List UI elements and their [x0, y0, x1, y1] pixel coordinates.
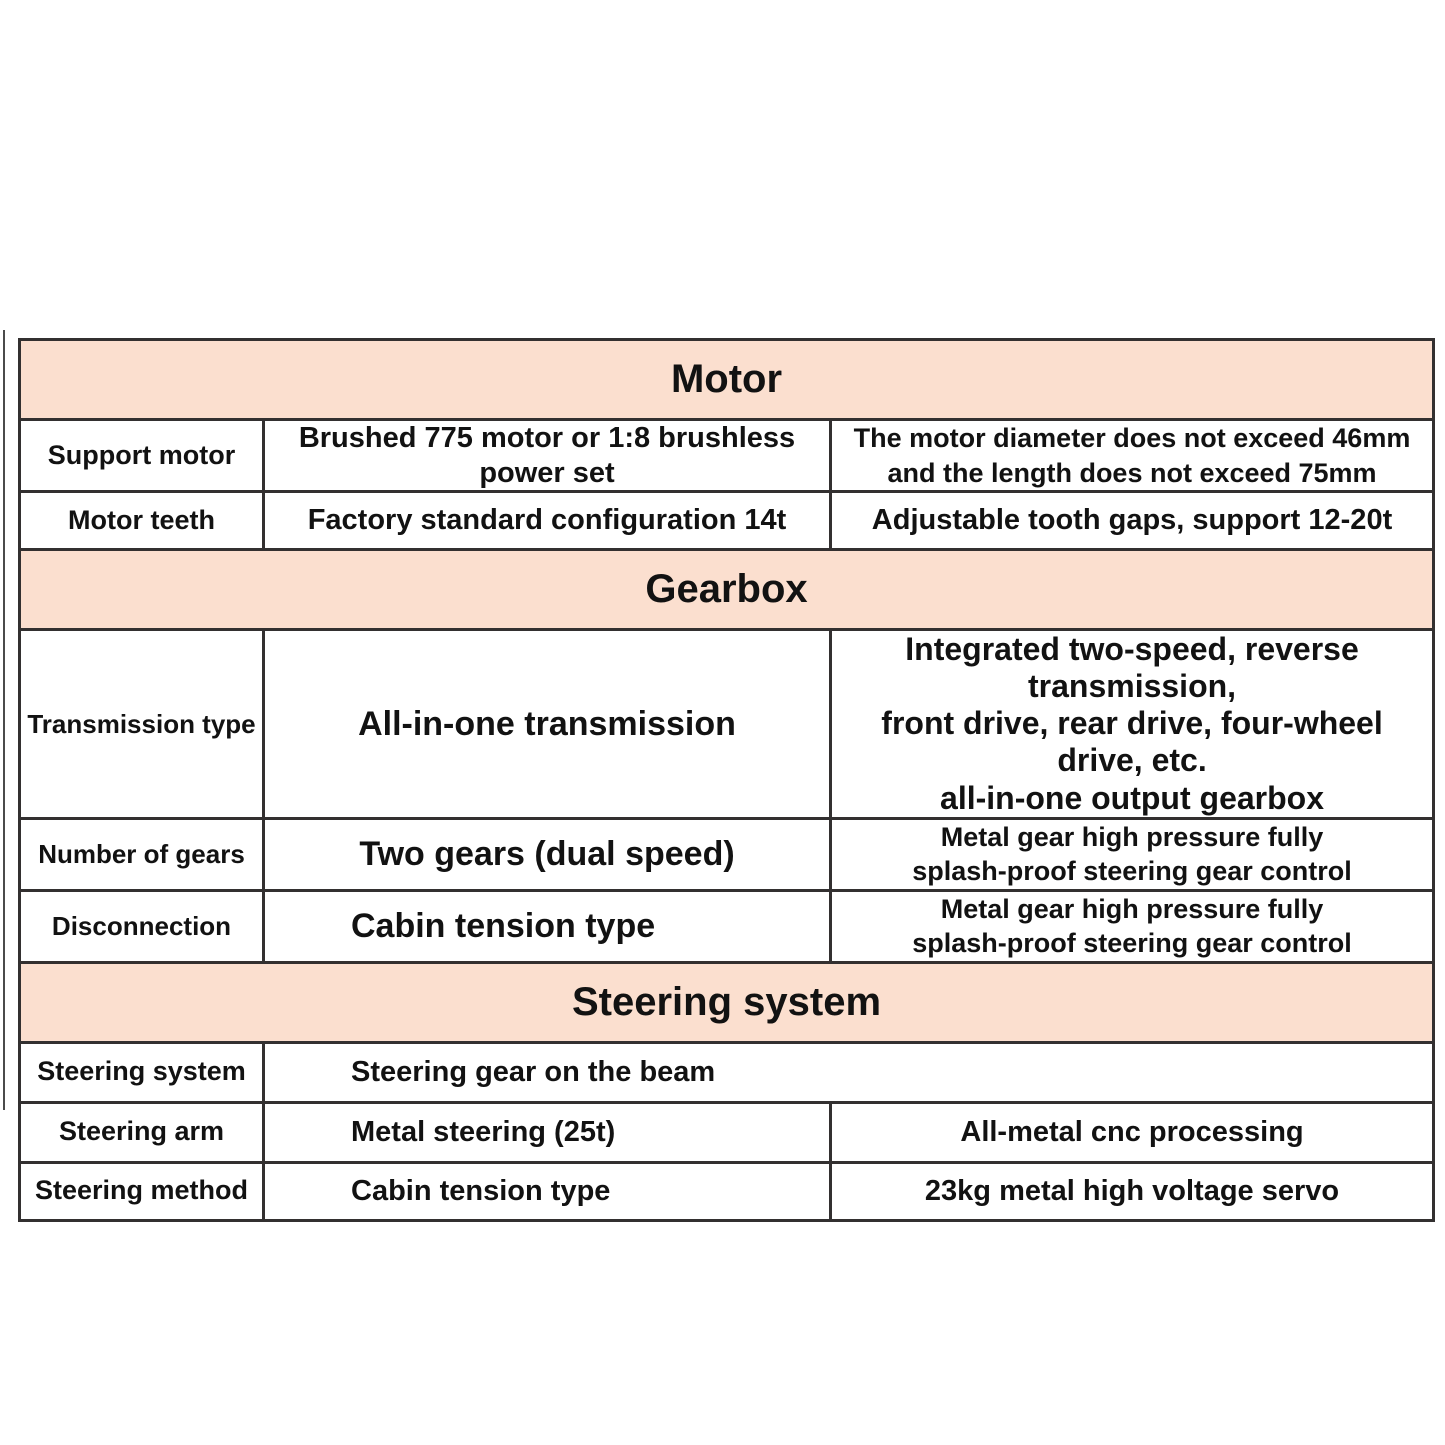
table-row: Motor teeth Factory standard configurati…: [18, 490, 1436, 552]
note-line-2: front drive, rear drive, four-wheel driv…: [881, 705, 1383, 779]
attribute-support-motor: Support motor: [18, 417, 265, 494]
specification-table: Motor Support motor Brushed 775 motor or…: [17, 338, 1436, 1222]
attribute-number-of-gears: Number of gears: [18, 816, 265, 892]
table-row: Transmission type All-in-one transmissio…: [18, 628, 1436, 820]
table-row: Steering method Cabin tension type 23kg …: [18, 1160, 1436, 1222]
section-header-row-motor: Motor: [17, 338, 1436, 421]
note-transmission-type: Integrated two-speed, reverse transmissi…: [828, 628, 1436, 820]
attribute-steering-arm: Steering arm: [18, 1100, 265, 1164]
attribute-steering-system: Steering system: [18, 1040, 265, 1104]
note-number-of-gears: Metal gear high pressure fully splash-pr…: [828, 816, 1436, 892]
note-line-2: splash-proof steering gear control: [912, 928, 1352, 959]
attribute-transmission-type: Transmission type: [18, 628, 265, 820]
attribute-steering-method: Steering method: [18, 1160, 265, 1222]
section-title-gearbox: Gearbox: [17, 548, 1436, 632]
value-steering-arm: Metal steering (25t): [262, 1100, 832, 1164]
table-row: Disconnection Cabin tension type Metal g…: [18, 888, 1436, 964]
note-line-1: Integrated two-speed, reverse transmissi…: [905, 631, 1359, 705]
attribute-motor-teeth: Motor teeth: [18, 490, 265, 552]
value-steering-method: Cabin tension type: [262, 1160, 832, 1222]
value-motor-teeth: Factory standard configuration 14t: [262, 490, 832, 552]
value-support-motor: Brushed 775 motor or 1:8 brushless power…: [262, 417, 832, 494]
note-support-motor: The motor diameter does not exceed 46mm …: [828, 417, 1436, 494]
note-line-1: Metal gear high pressure fully: [940, 821, 1324, 852]
value-steering-system: Steering gear on the beam: [261, 1040, 1436, 1104]
section-header-row-steering-system: Steering system: [17, 960, 1436, 1044]
attribute-disconnection: Disconnection: [18, 888, 265, 964]
value-disconnection: Cabin tension type: [262, 888, 832, 964]
page-edge-rule: [3, 330, 5, 1110]
table-row: Support motor Brushed 775 motor or 1:8 b…: [18, 417, 1436, 494]
note-steering-method: 23kg metal high voltage servo: [828, 1160, 1436, 1222]
note-line-2: splash-proof steering gear control: [912, 856, 1352, 887]
value-number-of-gears: Two gears (dual speed): [262, 816, 832, 892]
table-row: Steering system Steering gear on the bea…: [18, 1040, 1436, 1104]
note-line-2: and the length does not exceed 75mm: [887, 457, 1377, 488]
note-line-1: Metal gear high pressure fully: [940, 893, 1324, 924]
note-line-3: all-in-one output gearbox: [940, 779, 1324, 816]
section-title-motor: Motor: [17, 338, 1436, 421]
table-row: Number of gears Two gears (dual speed) M…: [18, 816, 1436, 892]
note-motor-teeth: Adjustable tooth gaps, support 12-20t: [828, 490, 1436, 552]
table-row: Steering arm Metal steering (25t) All-me…: [18, 1100, 1436, 1164]
value-transmission-type: All-in-one transmission: [262, 628, 832, 820]
note-steering-arm: All-metal cnc processing: [828, 1100, 1436, 1164]
section-header-row-gearbox: Gearbox: [17, 548, 1436, 632]
note-line-1: The motor diameter does not exceed 46mm: [853, 423, 1411, 453]
note-disconnection: Metal gear high pressure fully splash-pr…: [828, 888, 1436, 964]
section-title-steering-system: Steering system: [17, 960, 1436, 1044]
